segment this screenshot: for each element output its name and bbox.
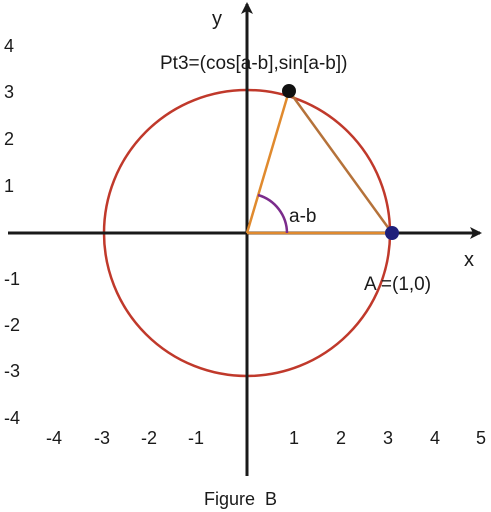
angle-label: a-b [289, 206, 316, 227]
y-axis-label: y [212, 8, 222, 30]
chord-pt3-to-a [287, 90, 394, 234]
figure-caption: Figure B [204, 489, 277, 509]
angle-arc [257, 193, 289, 234]
y-tick-label: 3 [4, 82, 14, 102]
y-tick-label: 4 [4, 36, 14, 56]
point-pt3-label: Pt3=(cos[a-b],sin[a-b]) [160, 53, 347, 74]
x-tick-label: 4 [430, 428, 440, 448]
point-a-label: A =(1,0) [364, 274, 431, 295]
x-tick-label: -4 [46, 428, 62, 448]
x-tick-label: -3 [94, 428, 110, 448]
x-axis-label: x [464, 249, 474, 271]
y-tick-label: 1 [4, 176, 14, 196]
y-tick-label: -3 [4, 361, 20, 381]
y-tick-label: -1 [4, 269, 20, 289]
x-tick-label: -2 [141, 428, 157, 448]
y-tick-label: -4 [4, 408, 20, 428]
point-pt3 [282, 84, 296, 98]
x-tick-label: 1 [289, 428, 299, 448]
point-a [385, 226, 399, 240]
x-tick-label: 3 [383, 428, 393, 448]
radius-to-pt3 [245, 90, 291, 234]
x-tick-label: 2 [336, 428, 346, 448]
y-tick-label: 2 [4, 129, 14, 149]
x-tick-label: 5 [476, 428, 486, 448]
x-tick-label: -1 [188, 428, 204, 448]
y-tick-label: -2 [4, 315, 20, 335]
